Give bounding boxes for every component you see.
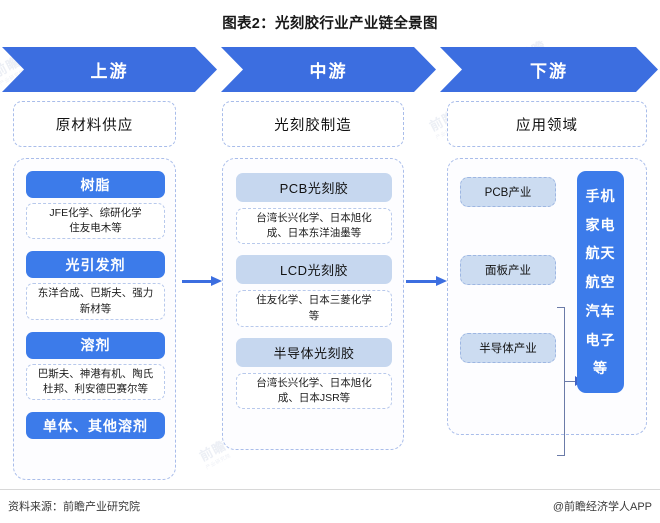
midstream-company-list: 台湾长兴化学、日本旭化成、日本东洋油墨等: [236, 208, 392, 245]
application-item: 手机: [585, 187, 616, 204]
stage-upstream: 上游: [2, 47, 217, 92]
midstream-product-name: LCD光刻胶: [236, 255, 392, 285]
upstream-group: 光引发剂 东洋合成、巴斯夫、强力新材等: [26, 251, 165, 320]
column-downstream: 应用领域 PCB产业 面板产业 半导体产业 手机 家电 航天 航空 汽车 电子 …: [447, 101, 647, 457]
arrow-shaft: [406, 279, 437, 283]
spacer: [460, 285, 556, 333]
midstream-group: LCD光刻胶 住友化学、日本三菱化学等: [236, 255, 392, 327]
spacer: [460, 207, 556, 255]
upstream-material-name: 光引发剂: [26, 251, 165, 279]
downstream-industry: PCB产业: [460, 177, 556, 207]
stage-downstream: 下游: [440, 47, 658, 92]
stage-banner: 上游 中游 下游: [2, 47, 658, 92]
midstream-company-list: 台湾长兴化学、日本旭化成、日本JSR等: [236, 372, 392, 410]
downstream-header: 应用领域: [447, 101, 647, 147]
arrow-midstream-to-downstream: [406, 276, 448, 286]
upstream-material-name: 单体、其他溶剂: [26, 412, 165, 440]
midstream-body: PCB光刻胶 台湾长兴化学、日本旭化成、日本东洋油墨等 LCD光刻胶 住友化学、…: [222, 158, 404, 450]
stage-downstream-label: 下游: [530, 62, 568, 81]
upstream-group: 树脂 JFE化学、综研化学住友电木等: [26, 171, 165, 240]
upstream-material-name: 树脂: [26, 171, 165, 198]
arrow-upstream-to-midstream: [182, 276, 222, 286]
downstream-industry: 半导体产业: [460, 333, 556, 363]
chart-title: 图表2：光刻胶行业产业链全景图: [222, 16, 438, 32]
downstream-body: PCB产业 面板产业 半导体产业 手机 家电 航天 航空 汽车 电子 等: [447, 158, 647, 457]
upstream-company-list: JFE化学、综研化学住友电木等: [26, 203, 165, 240]
midstream-product-name: 半导体光刻胶: [236, 337, 392, 367]
upstream-group: 溶剂 巴斯夫、神港有机、陶氏杜邦、利安德巴赛尔等: [26, 331, 165, 401]
source-label: 资料来源：前瞻产业研究院: [8, 501, 140, 513]
column-midstream: 光刻胶制造 PCB光刻胶 台湾长兴化学、日本旭化成、日本东洋油墨等 LCD光刻胶…: [222, 101, 404, 450]
midstream-header: 光刻胶制造: [222, 101, 404, 147]
footer-divider: [0, 489, 660, 490]
upstream-group: 单体、其他溶剂: [26, 412, 165, 440]
application-item: 汽车: [585, 302, 616, 319]
application-item: 电子: [585, 331, 616, 348]
application-item: 航空: [585, 274, 616, 290]
upstream-header: 原材料供应: [13, 101, 176, 147]
stage-upstream-label: 上游: [90, 62, 129, 81]
midstream-product-name: PCB光刻胶: [236, 173, 392, 202]
upstream-material-name: 溶剂: [26, 331, 165, 359]
stage-midstream-label: 中游: [309, 62, 348, 81]
arrow-shaft: [182, 279, 212, 283]
midstream-company-list: 住友化学、日本三菱化学等: [236, 290, 392, 327]
stage-midstream: 中游: [221, 47, 436, 92]
arrow-head: [436, 276, 447, 286]
application-list: 手机 家电 航天 航空 汽车 电子 等: [577, 171, 624, 393]
upstream-company-list: 东洋合成、巴斯夫、强力新材等: [26, 283, 165, 320]
application-item: 航天: [585, 245, 616, 262]
arrow-head: [211, 276, 222, 286]
brand-label: @前瞻经济学人APP: [552, 501, 652, 513]
application-item: 等: [593, 360, 608, 377]
application-item: 家电: [585, 216, 616, 233]
downstream-industry: 面板产业: [460, 255, 556, 285]
upstream-body: 树脂 JFE化学、综研化学住友电木等 光引发剂 东洋合成、巴斯夫、强力新材等 溶…: [13, 158, 176, 480]
midstream-group: 半导体光刻胶 台湾长兴化学、日本旭化成、日本JSR等: [236, 337, 392, 410]
bracket-branch-middle: [564, 381, 577, 383]
bracket-branch-bottom: [557, 455, 565, 457]
upstream-company-list: 巴斯夫、神港有机、陶氏杜邦、利安德巴赛尔等: [26, 363, 165, 401]
bracket-branch-top: [557, 307, 565, 309]
column-upstream: 原材料供应 树脂 JFE化学、综研化学住友电木等 光引发剂 东洋合成、巴斯夫、强…: [13, 101, 176, 480]
midstream-group: PCB光刻胶 台湾长兴化学、日本旭化成、日本东洋油墨等: [236, 173, 392, 245]
